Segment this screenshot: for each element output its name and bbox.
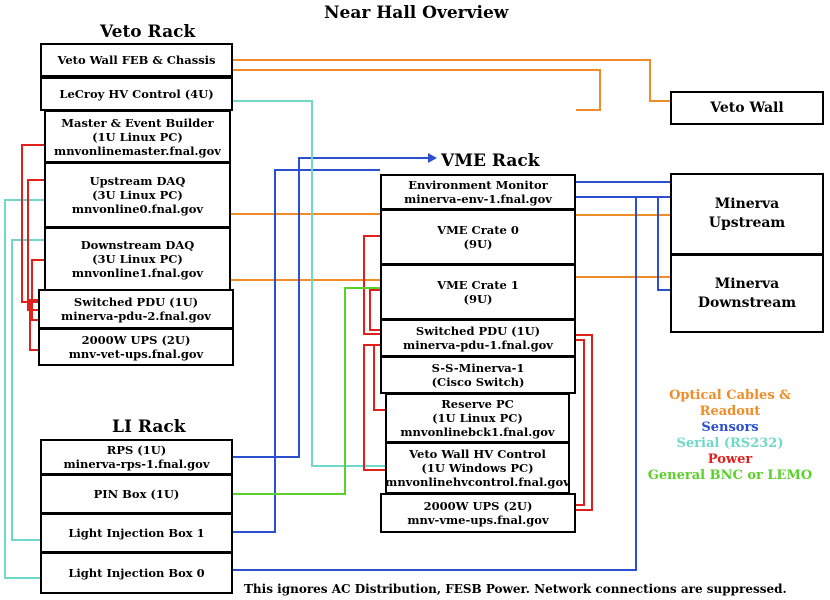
legend-optical-2: Readout — [699, 404, 761, 419]
power-vme-3 — [576, 334, 593, 511]
box-line: Upstream DAQ — [89, 174, 186, 188]
power-veto-4 — [29, 299, 38, 351]
legend-optical-1: Optical Cables & — [669, 388, 791, 403]
box-line: Switched PDU (1U) — [73, 295, 199, 309]
box-line: minerva-rps-1.fnal.gov — [63, 457, 210, 471]
box-line: Reserve PC — [441, 397, 514, 411]
footnote: This ignores AC Distribution, FESB Power… — [244, 582, 787, 596]
downstream-daq-box: Downstream DAQ(3U Linux PC)mnvonline1.fn… — [44, 227, 231, 291]
box-line: Master & Event Builder — [61, 115, 214, 130]
power-vme-1 — [363, 235, 380, 335]
box-line: Environment Monitor — [408, 178, 548, 192]
box-line: minerva-pdu-1.fnal.gov — [403, 338, 553, 352]
power-vme-2 — [369, 289, 380, 331]
vme-rack-label: VME Rack — [441, 151, 540, 171]
power-vme-4 — [363, 344, 385, 471]
veto-rack-label: Veto Rack — [100, 22, 196, 42]
switched-pdu-vme-box: Switched PDU (1U)minerva-pdu-1.fnal.gov — [380, 319, 576, 357]
box-line: Veto Wall FEB & Chassis — [57, 53, 216, 67]
box-line: mnv-vet-ups.fnal.gov — [68, 347, 204, 361]
upstream-daq-box: Upstream DAQ(3U Linux PC)mnvonline0.fnal… — [44, 162, 231, 228]
box-line: minerva-pdu-2.fnal.gov — [61, 309, 211, 323]
box-line: Light Injection Box 1 — [68, 526, 205, 540]
legend-bnc: General BNC or LEMO — [647, 468, 813, 483]
box-line: mnv-vme-ups.fnal.gov — [407, 513, 549, 527]
li-rack-label: LI Rack — [112, 417, 186, 437]
box-line: Upstream — [708, 215, 786, 231]
pin-box: PIN Box (1U) — [40, 474, 233, 514]
box-line: Downstream DAQ — [80, 238, 195, 252]
optical-feb-to-veto-wall — [233, 59, 670, 102]
sensor-lib0-to-upstream — [233, 196, 688, 571]
box-line: (1U Windows PC) — [421, 461, 534, 475]
ups-veto-box: 2000W UPS (2U)mnv-vet-ups.fnal.gov — [38, 328, 234, 366]
box-line: mnvonline0.fnal.gov — [71, 202, 204, 216]
box-line: (9U) — [463, 237, 493, 251]
box-line: mnvonlinemaster.fnal.gov — [54, 143, 221, 158]
cisco-switch-box: S-S-Minerva-1(Cisco Switch) — [380, 356, 576, 394]
power-vme-6 — [576, 339, 585, 506]
box-line: (9U) — [463, 292, 493, 306]
box-line: (1U Linux PC) — [432, 411, 523, 425]
optical-feb-to-vme — [233, 69, 601, 111]
box-line: S-S-Minerva-1 — [431, 361, 525, 375]
veto-wall-hv-control-box: Veto Wall HV Control(1U Windows PC)mnvon… — [385, 442, 570, 494]
serial-lecroy-to-hv — [233, 100, 385, 467]
box-line: Veto Wall HV Control — [409, 447, 546, 461]
veto-wall-box: Veto Wall — [670, 91, 824, 125]
box-line: 2000W UPS (2U) — [81, 333, 191, 347]
box-line: Downstream — [697, 294, 797, 311]
box-line: mnvonlinehvcontrol.fnal.gov — [385, 475, 570, 489]
box-line: (3U Linux PC) — [92, 252, 183, 266]
power-vme-5 — [373, 344, 385, 411]
box-line: mnvonline1.fnal.gov — [71, 266, 204, 280]
sensor-rps-line — [233, 400, 300, 458]
legend: Optical Cables & Readout Sensors Serial … — [640, 388, 820, 484]
master-event-builder-box: Master & Event Builder(1U Linux PC)mnvon… — [44, 110, 231, 163]
box-line: Veto Wall — [710, 99, 784, 116]
serial-upstream-loop — [4, 199, 44, 579]
sensor-vme-rack — [298, 157, 430, 400]
box-line: RPS (1U) — [106, 443, 167, 457]
switched-pdu-veto-box: Switched PDU (1U)minerva-pdu-2.fnal.gov — [38, 289, 234, 329]
legend-serial: Serial (RS232) — [676, 436, 784, 451]
box-line: PIN Box (1U) — [93, 487, 180, 501]
box-line: VME Crate 0 — [437, 223, 519, 237]
diagram-title: Near Hall Overview — [324, 3, 509, 23]
veto-wall-feb-box: Veto Wall FEB & Chassis — [40, 43, 233, 77]
box-line: Switched PDU (1U) — [415, 324, 541, 338]
sensor-lib1-link — [233, 169, 380, 533]
vme-rack-arrow — [428, 153, 437, 163]
power-veto-3 — [31, 259, 44, 321]
vme-crate-0-box: VME Crate 0(9U) — [380, 209, 576, 265]
box-line: mnvonlinebck1.fnal.gov — [400, 425, 555, 439]
lecroy-hv-box: LeCroy HV Control (4U) — [40, 77, 233, 111]
legend-sensors: Sensors — [701, 420, 759, 435]
rps-box: RPS (1U)minerva-rps-1.fnal.gov — [40, 439, 233, 475]
box-line: (3U Linux PC) — [92, 188, 183, 202]
reserve-pc-box: Reserve PC(1U Linux PC)mnvonlinebck1.fna… — [385, 393, 570, 443]
light-injection-box-0: Light Injection Box 0 — [40, 552, 233, 594]
bnc-pin-to-vme — [233, 287, 380, 495]
box-line: Light Injection Box 0 — [68, 566, 205, 580]
box-line: (1U Linux PC) — [92, 129, 183, 144]
ups-vme-box: 2000W UPS (2U)mnv-vme-ups.fnal.gov — [380, 493, 576, 533]
box-line: minerva-env-1.fnal.gov — [404, 192, 552, 206]
box-line: VME Crate 1 — [437, 278, 519, 292]
vme-crate-1-box: VME Crate 1(9U) — [380, 264, 576, 320]
box-line: 2000W UPS (2U) — [423, 499, 533, 513]
box-line: Minerva — [714, 196, 780, 212]
legend-power: Power — [707, 452, 753, 467]
light-injection-box-1: Light Injection Box 1 — [40, 513, 233, 553]
box-line: LeCroy HV Control (4U) — [59, 87, 214, 101]
box-line: Minerva — [714, 275, 780, 292]
box-line: (Cisco Switch) — [431, 375, 525, 389]
